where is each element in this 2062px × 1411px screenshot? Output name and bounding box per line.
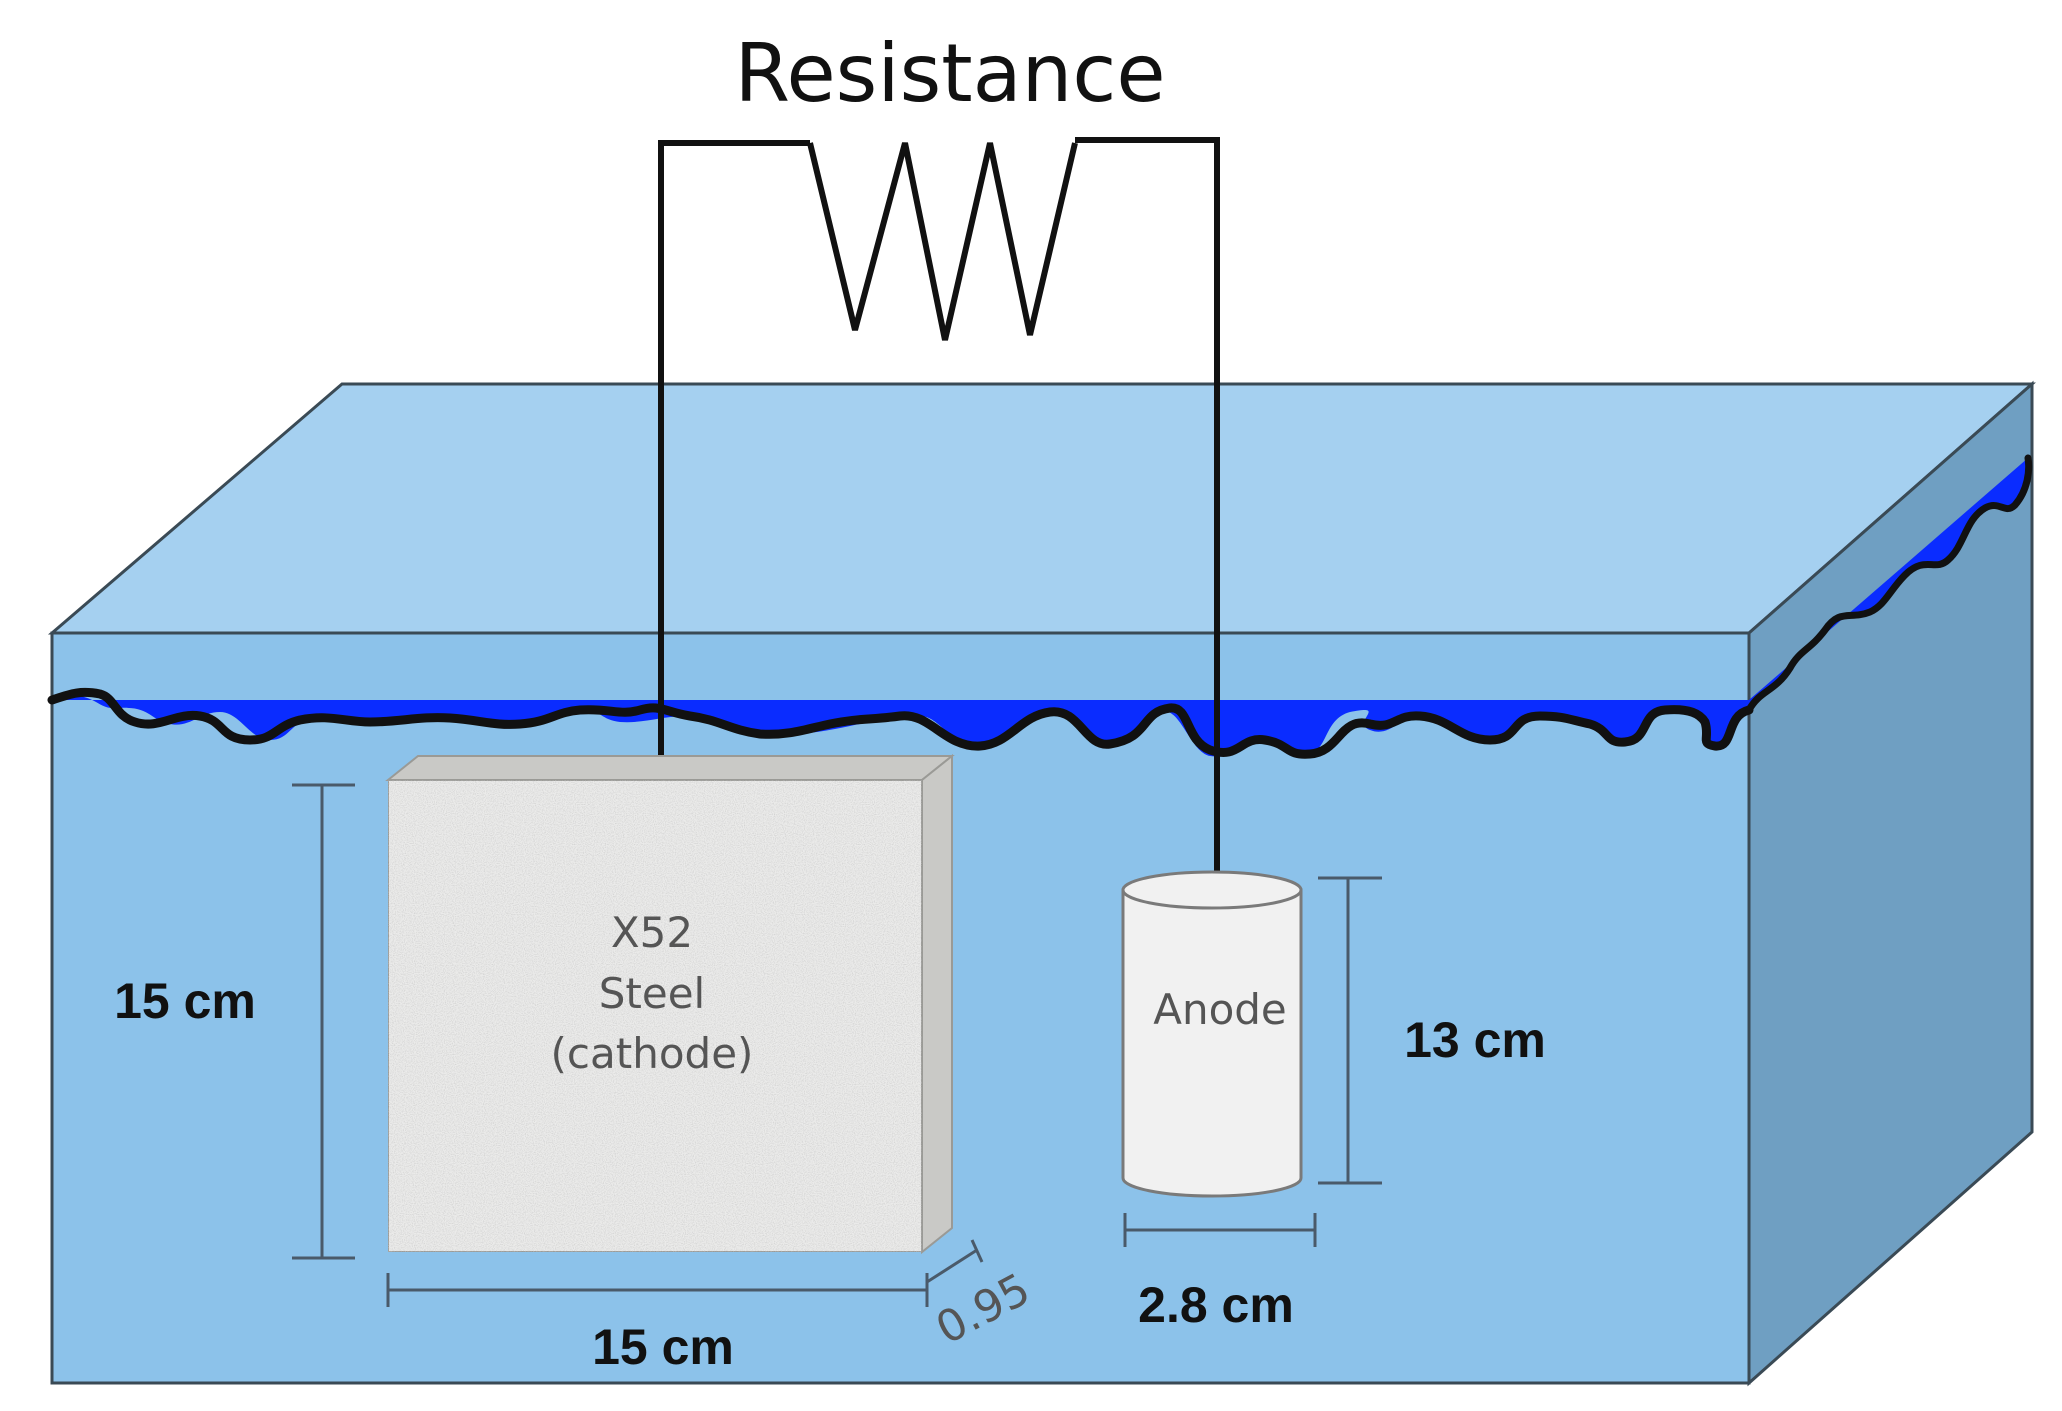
- tank-top-face: [47, 382, 2036, 635]
- anode-label: Anode: [1153, 985, 1287, 1034]
- water-line-side: [1745, 454, 2033, 714]
- anode-wire: [1075, 137, 1220, 875]
- anode-height-label: 13 cm: [1404, 1012, 1546, 1068]
- dimension-lines: [292, 783, 1382, 1307]
- cathode-height-label: 15 cm: [114, 973, 256, 1029]
- steel-side-face: [921, 753, 953, 1255]
- anode-top: [1121, 870, 1303, 910]
- circuit: [658, 137, 1220, 875]
- water-surface-side: [1749, 458, 2029, 712]
- cathode-height-dimension: [292, 783, 355, 1260]
- resistor-zigzag: [807, 142, 1078, 341]
- cathode-wire: [658, 140, 810, 770]
- resistance-label: Resistance: [734, 27, 1165, 120]
- steel-top-face: [385, 755, 955, 781]
- water-surface-front: [52, 695, 1749, 757]
- cathode-width-label: 15 cm: [592, 1319, 734, 1375]
- steel-front-face: [387, 779, 923, 1253]
- cathode-label-line2: Steel: [599, 969, 705, 1018]
- cathode-thickness-dimension: [926, 1239, 984, 1284]
- cathode-label-line1: X52: [611, 908, 693, 957]
- cathode-label-line3: (cathode): [551, 1029, 754, 1078]
- anode-body: [1121, 888, 1303, 1198]
- anode-diameter-label: 2.8 cm: [1138, 1277, 1294, 1333]
- steel-cathode: [385, 753, 955, 1255]
- tank: [47, 380, 2036, 1387]
- anode-cylinder: [1121, 870, 1303, 1198]
- cathode-width-dimension: [386, 1273, 929, 1307]
- anode-diameter-dimension: [1123, 1213, 1317, 1247]
- water-line: [47, 687, 1754, 759]
- anode-height-dimension: [1318, 876, 1382, 1185]
